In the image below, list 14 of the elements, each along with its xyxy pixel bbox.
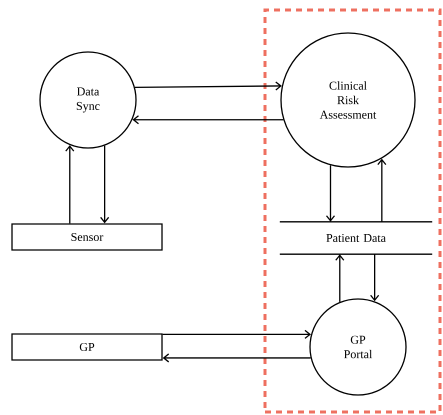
arrow <box>65 145 74 224</box>
arrow <box>134 81 282 90</box>
arrow <box>100 146 110 224</box>
arrow <box>132 115 284 124</box>
arrow <box>377 158 386 222</box>
trust-boundary <box>264 8 442 414</box>
arrow <box>162 330 312 339</box>
arrow <box>162 353 311 362</box>
entity-box: Sensor <box>11 223 163 251</box>
arrow <box>326 165 335 222</box>
arrow <box>370 254 380 302</box>
arrow <box>335 254 344 302</box>
entity-box: GP <box>11 333 163 361</box>
data-store: Patient Data <box>280 221 432 255</box>
